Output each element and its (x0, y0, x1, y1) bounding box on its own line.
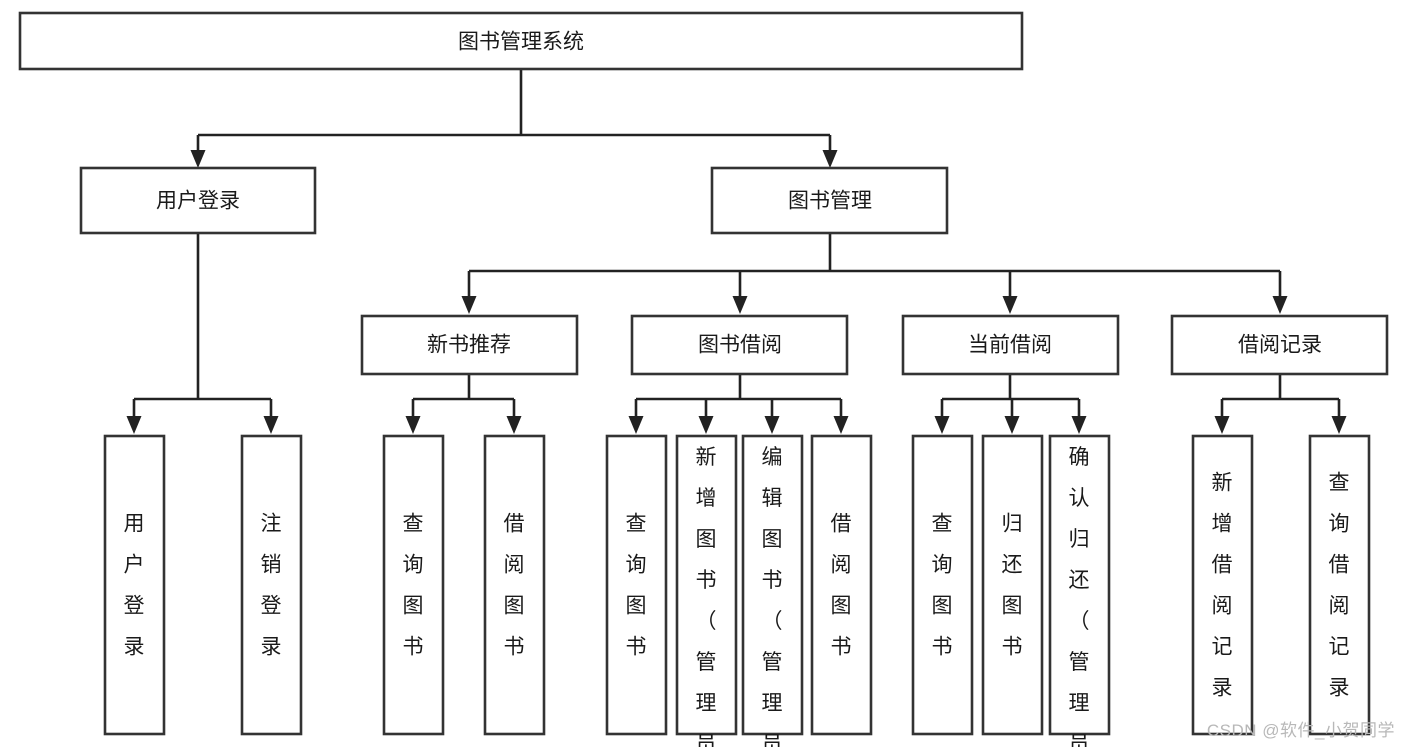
arrow-to-leaf1-icon (126, 416, 142, 434)
connector-bookmgmt-to-level3 (461, 233, 1288, 314)
arrow-to-leaf7-icon (764, 416, 780, 434)
node-leaf7-box[interactable] (741, 434, 804, 736)
node-leaf8-label: 借阅图书 (831, 513, 852, 659)
node-leaf3-box[interactable] (382, 434, 445, 736)
node-leaf5-box[interactable] (605, 434, 668, 736)
node-records[interactable]: 借阅记录 (1170, 314, 1389, 376)
node-leaf9-label: 查询图书 (932, 513, 953, 659)
arrow-to-login-icon (190, 150, 206, 168)
arrow-to-leaf13-icon (1331, 416, 1347, 434)
node-records-box[interactable] (1170, 314, 1389, 376)
node-leaf2-label: 注销登录 (261, 513, 282, 659)
arrow-to-leaf10-icon (1004, 416, 1020, 434)
node-bookmgmt-box[interactable] (710, 166, 949, 235)
node-borrow-box[interactable] (630, 314, 849, 376)
arrow-to-leaf9-icon (934, 416, 950, 434)
node-borrow[interactable]: 图书借阅 (630, 314, 849, 376)
node-newbook-label: 新书推荐 (427, 334, 511, 357)
node-leaf2-box[interactable] (240, 434, 303, 736)
node-current[interactable]: 当前借阅 (901, 314, 1120, 376)
node-leaf12-label: 新增借阅记录 (1212, 472, 1233, 700)
arrow-to-leaf4-icon (506, 416, 522, 434)
node-root-label: 图书管理系统 (458, 31, 584, 54)
node-bookmgmt-label: 图书管理 (788, 190, 872, 213)
node-current-label: 当前借阅 (968, 334, 1052, 357)
leaf-labels-layer: 用户登录 注销登录 查询图书 借阅图书 查询图书 新增图书（管理员） 编辑图书（… (124, 446, 1350, 747)
node-leaf7-label: 编辑图书（管理员） (762, 446, 783, 747)
node-borrow-label: 图书借阅 (698, 334, 782, 357)
node-leaf12-box[interactable] (1191, 434, 1254, 736)
node-root-box[interactable] (18, 11, 1024, 71)
arrow-to-borrow-icon (732, 296, 748, 314)
node-current-box[interactable] (901, 314, 1120, 376)
node-leaf4-box[interactable] (483, 434, 546, 736)
arrow-to-leaf8-icon (833, 416, 849, 434)
arrow-to-bookmgmt-icon (822, 150, 838, 168)
node-leaf10-label: 归还图书 (1002, 513, 1023, 659)
node-leaf6-box[interactable] (675, 434, 738, 736)
node-leaf9-box[interactable] (911, 434, 974, 736)
node-bookmgmt[interactable]: 图书管理 (710, 166, 949, 235)
connector-root-to-level2 (190, 69, 838, 168)
arrow-to-current-icon (1002, 296, 1018, 314)
arrow-to-leaf6-icon (698, 416, 714, 434)
node-leaf4-label: 借阅图书 (504, 513, 525, 659)
csdn-watermark: CSDN @软件_小贺同学 (1206, 721, 1395, 740)
node-root[interactable]: 图书管理系统 (18, 11, 1024, 71)
arrow-to-newbook-icon (461, 296, 477, 314)
node-leaf6-label: 新增图书（管理员） (696, 446, 717, 747)
node-leaf1-label: 用户登录 (124, 513, 145, 659)
arrow-to-records-icon (1272, 296, 1288, 314)
leaf-nodes-layer (103, 434, 1371, 736)
node-leaf13-label: 查询借阅记录 (1329, 472, 1350, 700)
connector-current-to-leaves (934, 374, 1087, 434)
connector-records-to-leaves (1214, 374, 1347, 434)
node-leaf1-box[interactable] (103, 434, 166, 736)
node-records-label: 借阅记录 (1238, 334, 1322, 357)
node-leaf13-box[interactable] (1308, 434, 1371, 736)
node-newbook[interactable]: 新书推荐 (360, 314, 579, 376)
connector-borrow-to-leaves (628, 374, 849, 434)
node-login[interactable]: 用户登录 (79, 166, 317, 235)
node-login-label: 用户登录 (156, 190, 240, 213)
arrow-to-leaf3-icon (405, 416, 421, 434)
connector-layer (126, 69, 1347, 434)
node-leaf3-label: 查询图书 (403, 513, 424, 659)
arrow-to-leaf2-icon (263, 416, 279, 434)
node-leaf11-label: 确认归还（管理员） (1069, 446, 1090, 747)
connector-login-to-leaves (126, 233, 279, 434)
node-leaf5-label: 查询图书 (626, 513, 647, 659)
node-leaf10-box[interactable] (981, 434, 1044, 736)
node-newbook-box[interactable] (360, 314, 579, 376)
arrow-to-leaf12-icon (1214, 416, 1230, 434)
arrow-to-leaf11-icon (1071, 416, 1087, 434)
node-leaf8-box[interactable] (810, 434, 873, 736)
node-login-box[interactable] (79, 166, 317, 235)
node-leaf11-box[interactable] (1048, 434, 1111, 736)
arrow-to-leaf5-icon (628, 416, 644, 434)
connector-newbook-to-leaves (405, 374, 522, 434)
